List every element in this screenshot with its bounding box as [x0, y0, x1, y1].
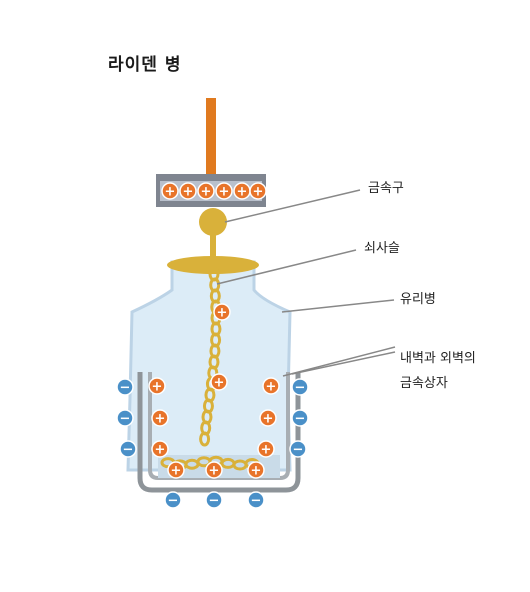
- svg-text:+: +: [209, 464, 220, 479]
- negative-charge: −: [205, 491, 223, 509]
- svg-text:+: +: [266, 380, 277, 395]
- negative-charge: −: [116, 409, 134, 427]
- svg-text:+: +: [183, 185, 194, 200]
- svg-text:−: −: [209, 494, 220, 509]
- svg-text:+: +: [251, 464, 262, 479]
- svg-text:+: +: [219, 185, 230, 200]
- negative-charge: −: [289, 440, 307, 458]
- negative-charge: −: [291, 409, 309, 427]
- label-foil-line1: 내벽과 외벽의: [400, 351, 476, 366]
- svg-text:+: +: [253, 185, 264, 200]
- label-metal-ball: 금속구: [368, 181, 404, 196]
- positive-charge: +: [197, 182, 215, 200]
- positive-charge: +: [249, 182, 267, 200]
- chain-link: [199, 431, 211, 447]
- svg-text:+: +: [217, 306, 228, 321]
- positive-charge: +: [247, 461, 265, 479]
- ball-stem: [210, 234, 216, 264]
- positive-charge: +: [205, 461, 223, 479]
- top-plate-charges: + + + + + +: [161, 182, 267, 200]
- positive-charge: +: [151, 409, 169, 427]
- svg-text:+: +: [155, 443, 166, 458]
- svg-text:−: −: [168, 494, 179, 509]
- svg-text:−: −: [295, 381, 306, 396]
- svg-text:+: +: [237, 185, 248, 200]
- positive-charge: +: [151, 440, 169, 458]
- negative-charge: −: [116, 378, 134, 396]
- positive-charge: +: [257, 440, 275, 458]
- svg-text:+: +: [165, 185, 176, 200]
- negative-charge: −: [291, 378, 309, 396]
- svg-text:−: −: [293, 443, 304, 458]
- label-glass-jar: 유리병: [400, 292, 436, 307]
- leader-foil-inner: [282, 346, 396, 377]
- metal-ball: [199, 208, 227, 236]
- metal-rod: [206, 98, 216, 174]
- svg-text:−: −: [120, 381, 131, 396]
- negative-charge: −: [119, 440, 137, 458]
- positive-charge: +: [259, 409, 277, 427]
- svg-text:+: +: [171, 464, 182, 479]
- svg-text:+: +: [261, 443, 272, 458]
- leader-chain: [216, 249, 357, 285]
- outer-negative-charges: − − − − − − − − −: [116, 378, 309, 509]
- svg-text:−: −: [123, 443, 134, 458]
- svg-text:+: +: [201, 185, 212, 200]
- svg-text:−: −: [251, 494, 262, 509]
- svg-text:+: +: [152, 380, 163, 395]
- jar-lid: [167, 256, 259, 274]
- label-chain: 쇠사슬: [364, 241, 400, 256]
- svg-text:−: −: [120, 412, 131, 427]
- positive-charge: +: [233, 182, 251, 200]
- positive-charge: +: [215, 182, 233, 200]
- positive-charge: +: [213, 303, 231, 321]
- positive-charge: +: [262, 377, 280, 395]
- svg-text:+: +: [214, 376, 225, 391]
- leader-foil-outer: [291, 351, 396, 375]
- negative-charge: −: [247, 491, 265, 509]
- positive-charge: +: [148, 377, 166, 395]
- diagram-title: 라이덴 병: [108, 55, 182, 75]
- outer-foil: [137, 372, 301, 493]
- leader-glass-jar: [281, 299, 395, 313]
- leader-metal-ball: [224, 189, 361, 223]
- label-foil-line2: 금속상자: [400, 376, 448, 391]
- positive-charge: +: [210, 373, 228, 391]
- svg-text:+: +: [155, 412, 166, 427]
- svg-text:+: +: [263, 412, 274, 427]
- svg-text:−: −: [295, 412, 306, 427]
- inner-positive-charges: + + + + + + + + + + +: [148, 303, 280, 479]
- positive-charge: +: [167, 461, 185, 479]
- negative-charge: −: [164, 491, 182, 509]
- positive-charge: +: [179, 182, 197, 200]
- positive-charge: +: [161, 182, 179, 200]
